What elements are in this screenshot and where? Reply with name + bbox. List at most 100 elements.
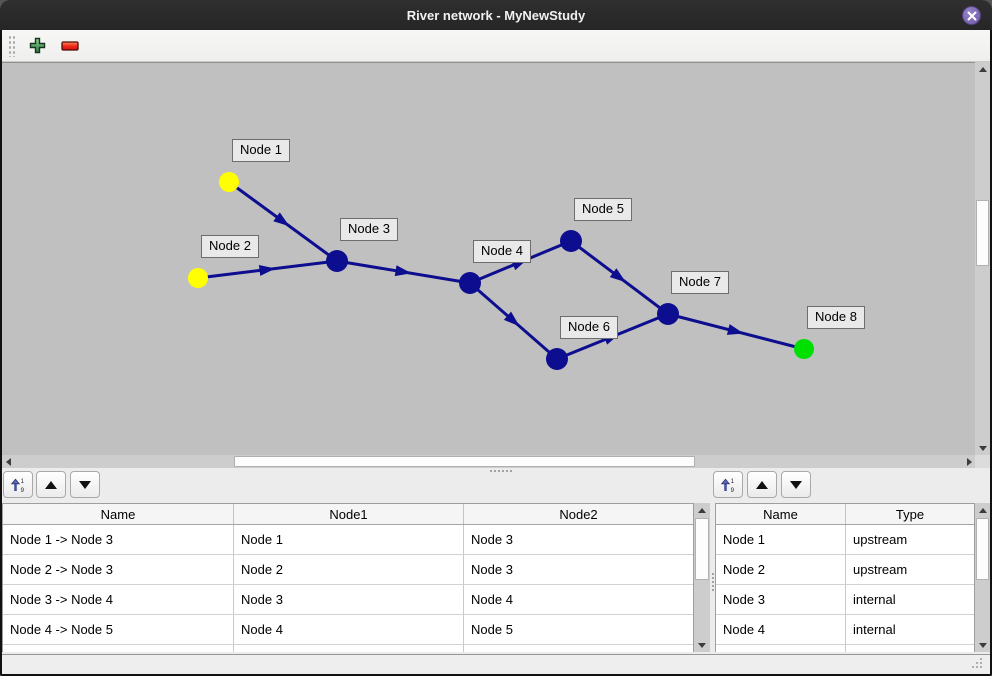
node-label: Node 8 (807, 306, 865, 329)
splitter-dots (711, 572, 714, 575)
arrow-left-icon (5, 457, 11, 466)
node[interactable] (219, 172, 239, 192)
table-cell: Node 3 (716, 585, 846, 614)
nodes-move-up-button[interactable] (747, 471, 777, 498)
minus-icon (61, 40, 79, 51)
add-node-button[interactable] (24, 33, 50, 59)
window-title: River network - MyNewStudy (406, 7, 586, 23)
nodes-move-down-button[interactable] (781, 471, 811, 498)
table-row[interactable]: Node 2 -> Node 3 Node 2 Node 3 (3, 555, 693, 585)
canvas-table-splitter[interactable] (2, 468, 990, 473)
links-move-down-button[interactable] (70, 471, 100, 498)
scroll-left-button[interactable] (2, 455, 14, 468)
edge-arrow-icon (726, 324, 744, 335)
table-row[interactable]: Node 1 -> Node 3 Node 1 Node 3 (3, 525, 693, 555)
arrow-up-icon (978, 507, 987, 513)
sort-ascending-icon: 1 9 (10, 478, 25, 493)
scroll-up-button[interactable] (975, 503, 990, 517)
node[interactable] (560, 230, 582, 252)
node[interactable] (657, 303, 679, 325)
remove-node-button[interactable] (57, 33, 83, 59)
nodes-table-header: Name Type (716, 504, 974, 525)
main-toolbar (2, 30, 990, 62)
scroll-down-button[interactable] (975, 441, 990, 455)
column-header-type[interactable]: Type (895, 506, 925, 522)
table-row[interactable]: Node 4 -> Node 5 Node 4 Node 5 (3, 615, 693, 645)
column-header-name[interactable]: Name (716, 504, 846, 524)
node-label: Node 4 (473, 240, 531, 263)
close-icon (967, 11, 976, 20)
node-label: Node 1 (232, 139, 290, 162)
triangle-down-icon (79, 480, 91, 489)
column-header-node1[interactable]: Node1 (234, 504, 464, 524)
close-button[interactable] (962, 6, 981, 25)
edge-arrow-icon (609, 268, 626, 283)
scroll-down-button[interactable] (975, 638, 990, 652)
status-bar (2, 654, 990, 673)
column-header-name[interactable]: Name (3, 504, 234, 524)
table-row-partial (716, 645, 974, 652)
arrow-down-icon (978, 445, 987, 451)
links-table-vscrollbar[interactable] (694, 503, 710, 652)
column-header-node2[interactable]: Node2 (559, 506, 598, 522)
node-label: Node 2 (201, 235, 259, 258)
table-cell: Node 2 (234, 555, 464, 584)
node[interactable] (326, 250, 348, 272)
vscroll-thumb[interactable] (695, 518, 709, 580)
links-move-up-button[interactable] (36, 471, 66, 498)
table-cell: upstream (853, 562, 908, 577)
triangle-down-icon (790, 480, 802, 489)
node-label: Node 6 (560, 316, 618, 339)
node[interactable] (794, 339, 814, 359)
node-label: Node 5 (574, 198, 632, 221)
links-table-header: Name Node1 Node2 (3, 504, 693, 525)
svg-text:9: 9 (731, 488, 735, 493)
table-row[interactable]: Node 2 upstream (716, 555, 974, 585)
edge-arrow-icon (273, 212, 290, 227)
node[interactable] (459, 272, 481, 294)
links-table: Name Node1 Node2 Node 1 -> Node 3 Node 1… (2, 503, 694, 652)
table-cell: Node 2 (716, 555, 846, 584)
arrow-up-icon (698, 507, 706, 513)
scroll-right-button[interactable] (963, 455, 975, 468)
tables-splitter[interactable] (710, 503, 715, 652)
triangle-up-icon (756, 480, 768, 489)
node[interactable] (546, 348, 568, 370)
hscroll-thumb[interactable] (234, 456, 695, 467)
table-cell: Node 1 (716, 525, 846, 554)
nodes-table-vscrollbar[interactable] (975, 503, 990, 652)
table-row[interactable]: Node 1 upstream (716, 525, 974, 555)
table-cell: Node 3 (234, 585, 464, 614)
svg-text:9: 9 (21, 488, 25, 493)
scroll-up-button[interactable] (975, 62, 990, 76)
table-row[interactable]: Node 3 -> Node 4 Node 3 Node 4 (3, 585, 693, 615)
arrow-down-icon (978, 642, 987, 648)
links-sort-button[interactable]: 1 9 (3, 471, 33, 498)
edge-arrow-icon (394, 265, 412, 277)
scroll-down-button[interactable] (694, 638, 710, 652)
vscroll-thumb[interactable] (976, 518, 989, 580)
node[interactable] (188, 268, 208, 288)
node-label: Node 3 (340, 218, 398, 241)
table-row[interactable]: Node 3 internal (716, 585, 974, 615)
arrow-down-icon (698, 642, 706, 648)
toolbar-drag-handle[interactable] (8, 34, 16, 57)
scroll-up-button[interactable] (694, 503, 710, 517)
titlebar[interactable]: River network - MyNewStudy (0, 0, 992, 30)
table-cell: Node 3 (471, 532, 513, 547)
resize-grip[interactable] (970, 656, 984, 670)
vscroll-thumb[interactable] (976, 200, 989, 266)
svg-text:1: 1 (21, 479, 25, 485)
table-row-partial (3, 645, 693, 652)
node-label: Node 7 (671, 271, 729, 294)
table-row[interactable]: Node 4 internal (716, 615, 974, 645)
nodes-sort-button[interactable]: 1 9 (713, 471, 743, 498)
table-cell: Node 4 -> Node 5 (3, 615, 234, 644)
table-cell: Node 4 (716, 615, 846, 644)
canvas-hscrollbar[interactable] (2, 455, 975, 468)
arrow-right-icon (966, 457, 972, 466)
table-cell: Node 5 (471, 622, 513, 637)
canvas-vscrollbar[interactable] (975, 62, 990, 455)
network-canvas[interactable]: Node 1 Node 2 Node 3 Node 4 Node 5 Node 6 Node… (2, 62, 975, 455)
